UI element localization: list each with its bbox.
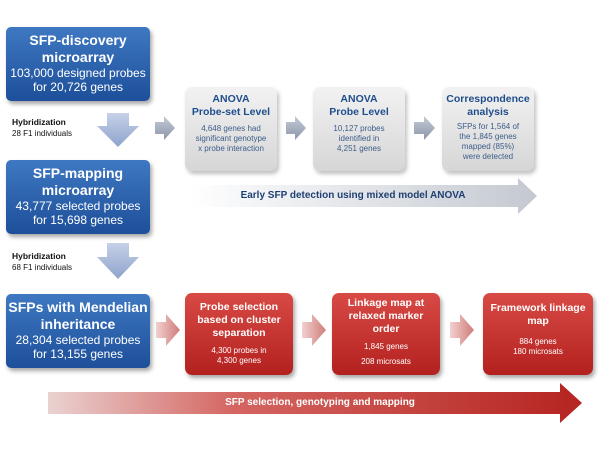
correspondence-title-2: analysis — [467, 106, 509, 118]
right-arrow-probe-to-linkage — [302, 314, 326, 346]
hybridization-note-1: Hybridization 28 F1 individuals — [12, 117, 72, 139]
framework-map-title-1: Framework linkage — [490, 302, 586, 314]
mendelian-sfps-box: SFPs with Mendelian inheritance 28,304 s… — [6, 294, 150, 368]
probe-selection-title-1: Probe selection — [199, 301, 279, 313]
correspondence-detail-1: SFPs for 1,564 of — [456, 122, 520, 131]
anova-probe-level-box: ANOVA Probe Level 10,127 probes identifi… — [313, 87, 405, 171]
mapping-band-arrow — [48, 383, 582, 423]
mapping-microarray-box: SFP-mapping microarray 43,777 selected p… — [6, 160, 150, 234]
linkage-map-detail-2: 208 microsats — [361, 357, 411, 366]
right-arrow-anova-1-2 — [286, 116, 306, 140]
right-arrow-blue-to-probe — [156, 314, 180, 346]
hybridization-label: Hybridization — [12, 117, 66, 127]
right-arrow-linkage-to-framework — [450, 314, 474, 346]
mapping-band-label: SFP selection, genotyping and mapping — [225, 397, 415, 408]
linkage-map-title-1: Linkage map at — [347, 297, 425, 309]
anova-probe-set-title-2: Probe-set Level — [191, 106, 271, 118]
anova-probe-set-box: ANOVA Probe-set Level 4,648 genes had si… — [185, 87, 277, 171]
framework-map-detail-1: 884 genes — [519, 337, 557, 346]
discovery-detail-line-2: for 20,726 genes — [32, 80, 124, 94]
hybridization-detail: 68 F1 individuals — [12, 263, 73, 272]
anova-probe-set-detail-2: significant genotype — [195, 134, 267, 143]
anova-probe-level-detail-1: 10,127 probes — [333, 124, 385, 133]
mapping-detail-line-2: for 15,698 genes — [32, 213, 124, 227]
anova-probe-level-detail-2: identified in — [338, 134, 380, 143]
anova-band-arrow — [188, 178, 537, 214]
linkage-map-title-3: order — [372, 323, 400, 335]
right-arrow-blue-to-anova — [155, 116, 175, 140]
discovery-title-line-1: SFP-discovery — [29, 32, 127, 48]
discovery-detail-line-1: 103,000 designed probes — [10, 66, 146, 80]
anova-band-label: Early SFP detection using mixed model AN… — [240, 190, 466, 201]
mendelian-detail-line-1: 28,304 selected probes — [15, 333, 141, 347]
discovery-title-line-2: microarray — [41, 49, 115, 65]
down-arrow-1 — [97, 113, 139, 147]
linkage-map-title-2: relaxed marker — [348, 310, 424, 322]
anova-probe-set-detail-1: 4,648 genes had — [201, 124, 261, 133]
correspondence-detail-2: the 1,845 genes — [459, 132, 517, 141]
down-arrow-2 — [97, 243, 139, 279]
anova-probe-level-detail-3: 4,251 genes — [336, 144, 382, 153]
framework-map-title-2: map — [527, 315, 549, 327]
anova-probe-level-title-1: ANOVA — [340, 93, 378, 105]
correspondence-title-1: Correspondence — [446, 93, 530, 105]
linkage-map-detail-1: 1,845 genes — [363, 342, 409, 351]
probe-selection-title-3: separation — [212, 327, 266, 339]
mendelian-detail-line-2: for 13,155 genes — [32, 347, 124, 361]
mapping-detail-line-1: 43,777 selected probes — [15, 199, 141, 213]
framework-linkage-map-box: Framework linkage map 884 genes 180 micr… — [483, 293, 593, 375]
hybridization-detail: 28 F1 individuals — [12, 129, 73, 138]
probe-selection-detail-2: 4,300 genes — [216, 356, 262, 365]
probe-selection-box: Probe selection based on cluster separat… — [185, 293, 293, 375]
framework-map-detail-2: 180 microsats — [513, 347, 563, 356]
correspondence-detail-4: were detected — [462, 152, 514, 161]
anova-probe-set-title-1: ANOVA — [212, 93, 250, 105]
mendelian-title-line-2: inheritance — [40, 316, 116, 332]
correspondence-detail-3: mapped (85%) — [461, 142, 515, 151]
right-arrow-anova-2-3 — [414, 116, 435, 140]
anova-probe-set-detail-3: x probe interaction — [198, 144, 264, 153]
hybridization-label: Hybridization — [12, 251, 66, 261]
mendelian-title-line-1: SFPs with Mendelian — [8, 299, 148, 315]
linkage-map-relaxed-box: Linkage map at relaxed marker order 1,84… — [332, 293, 440, 375]
mapping-title-line-1: SFP-mapping — [32, 165, 124, 181]
discovery-microarray-box: SFP-discovery microarray 103,000 designe… — [6, 27, 150, 101]
probe-selection-detail-1: 4,300 probes in — [211, 346, 267, 355]
anova-probe-level-title-2: Probe Level — [329, 106, 389, 118]
hybridization-note-2: Hybridization 68 F1 individuals — [12, 251, 72, 273]
correspondence-analysis-box: Correspondence analysis SFPs for 1,564 o… — [442, 87, 534, 171]
mapping-title-line-2: microarray — [41, 182, 115, 198]
probe-selection-title-2: based on cluster — [197, 314, 281, 326]
